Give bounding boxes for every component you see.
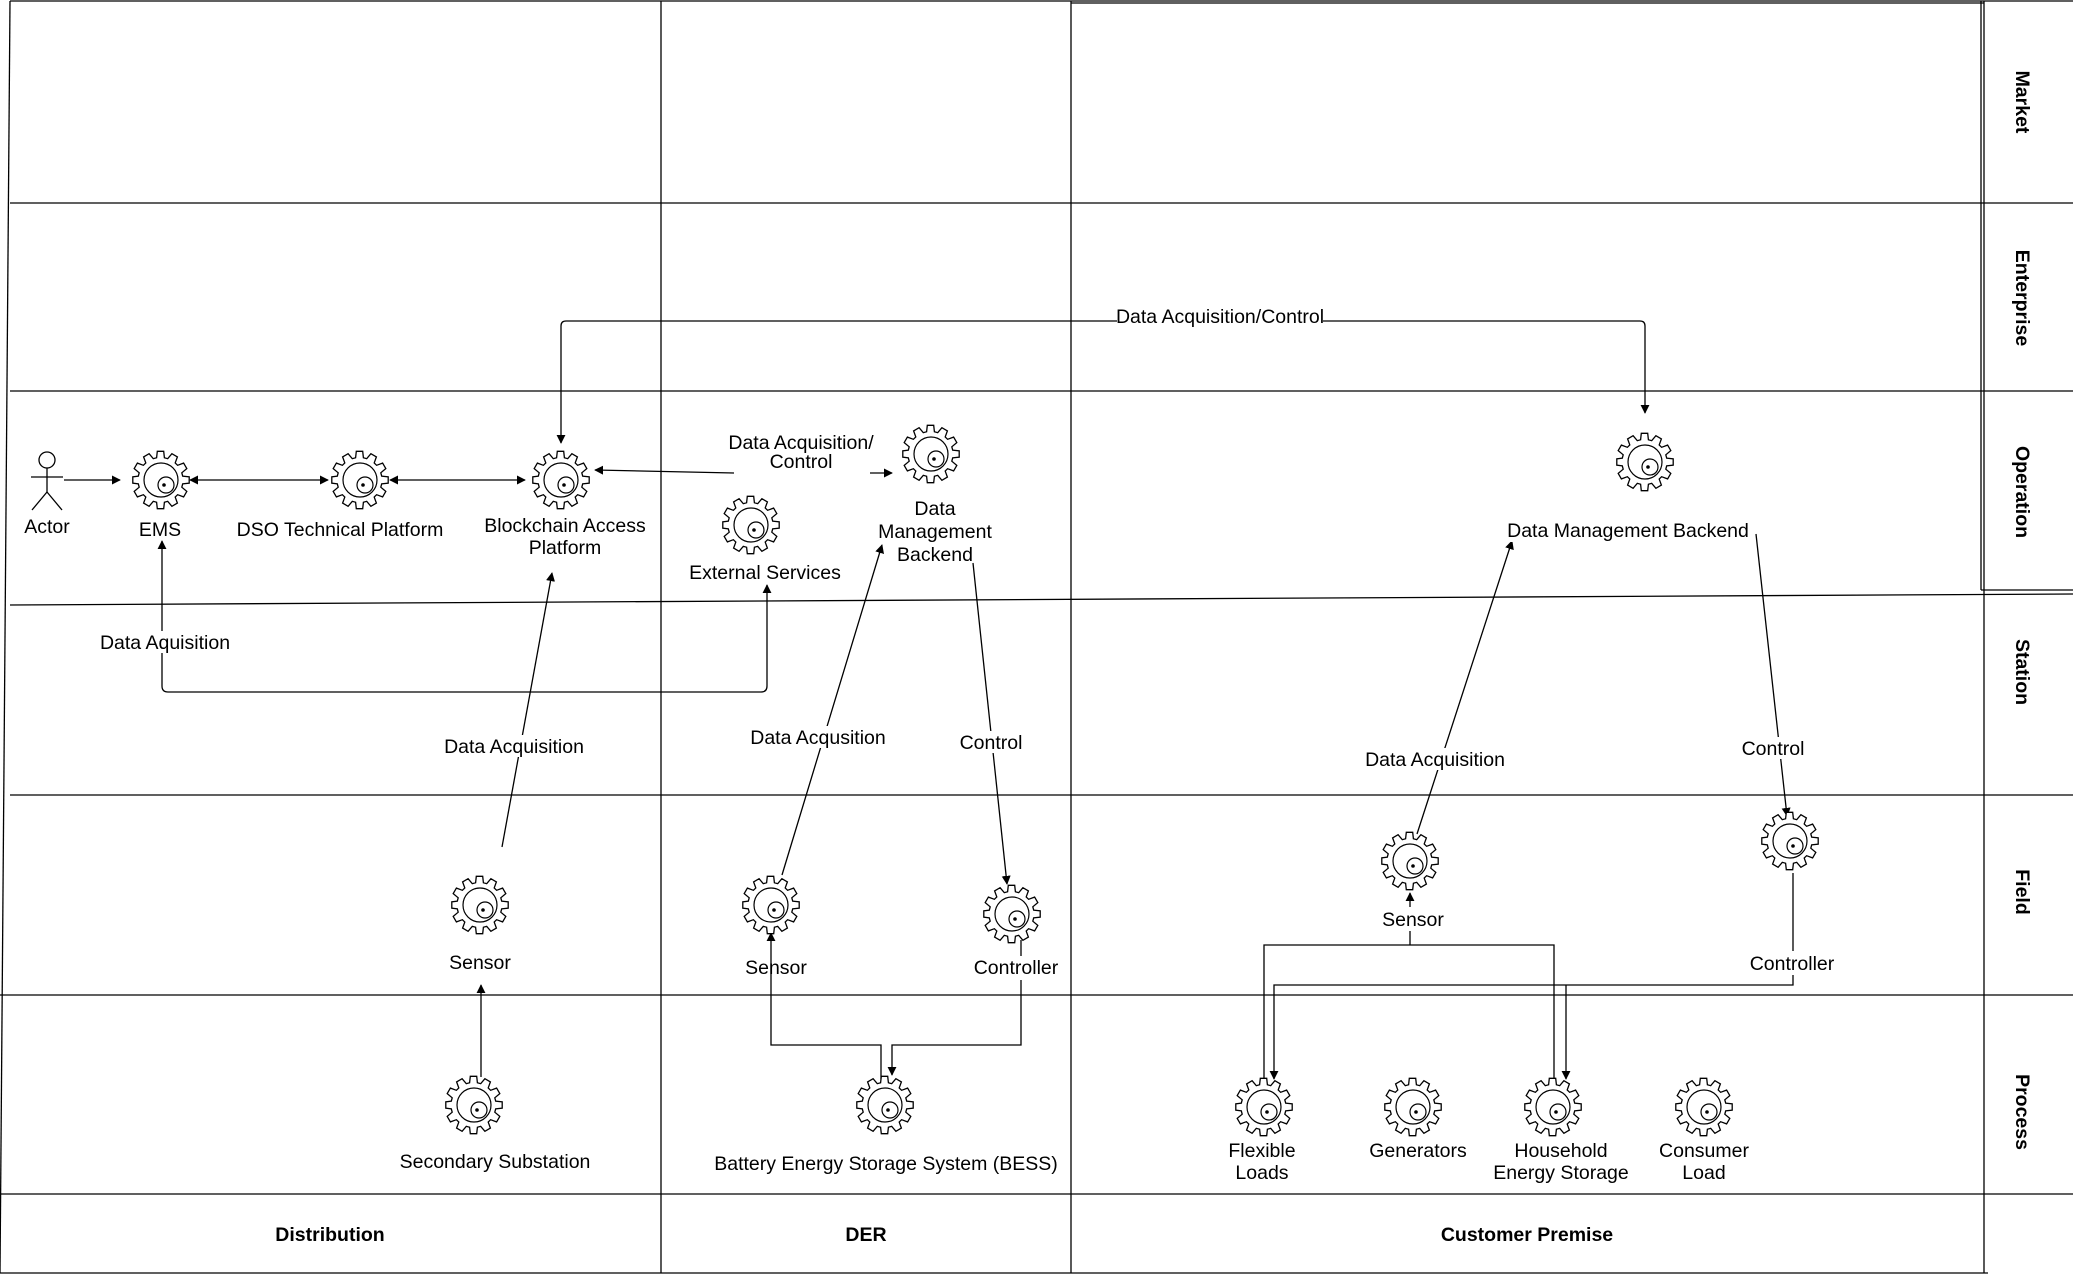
dmb-der-label-line1: Data <box>914 498 955 520</box>
controller-cp-gear-icon <box>1761 811 1819 871</box>
domain-labels: Market Enterprise Operation Station Fiel… <box>2011 71 2033 1151</box>
cp-acq-label: Data Acquisition <box>1365 749 1505 771</box>
sensor-der-gear-icon <box>742 875 800 935</box>
sensor-distribution-gear-icon <box>451 875 509 935</box>
generators-gear-icon <box>1384 1077 1442 1137</box>
zone-der: DER <box>845 1224 886 1246</box>
ems-gear-icon <box>132 450 190 510</box>
external-services-gear-icon <box>722 495 780 555</box>
bess-label: Battery Energy Storage System (BESS) <box>714 1153 1058 1175</box>
dmb-der-label-line3: Backend <box>897 544 973 566</box>
consumer-load-gear-icon <box>1675 1077 1733 1137</box>
dso-gear-icon <box>331 450 389 510</box>
ext-dmb-label-line2: Control <box>770 451 833 473</box>
zone-customer-premise: Customer Premise <box>1441 1224 1613 1246</box>
bess-gear-icon <box>856 1075 914 1135</box>
domain-market: Market <box>2011 71 2033 134</box>
domain-process: Process <box>2011 1074 2033 1150</box>
external-services-label: External Services <box>689 562 841 584</box>
ext-dmb-label-line1: Data Acquisition/ <box>728 432 874 454</box>
domain-operation: Operation <box>2011 446 2033 538</box>
sensor-cp-gear-icon <box>1381 831 1439 891</box>
domain-enterprise: Enterprise <box>2011 250 2033 347</box>
household-energy-storage-gear-icon <box>1524 1077 1582 1137</box>
dmb-cp-gear-icon <box>1616 432 1674 492</box>
flexible-loads-label-line1: Flexible <box>1228 1140 1295 1162</box>
distribution-acq-label: Data Acquisition <box>444 736 584 758</box>
consumer-load-label-line1: Consumer <box>1659 1140 1749 1162</box>
dmb-cp-label: Data Management Backend <box>1507 520 1749 542</box>
flexible-loads-label-line2: Loads <box>1235 1162 1288 1184</box>
ems-label: EMS <box>139 519 181 541</box>
enterprise-link-label: Data Acquisition/Control <box>1116 306 1324 328</box>
der-control-label: Control <box>960 732 1023 754</box>
secondary-substation-label: Secondary Substation <box>400 1151 591 1173</box>
household-energy-storage-label-line2: Energy Storage <box>1493 1162 1629 1184</box>
dmb-der-label-line2: Management <box>878 521 992 543</box>
domain-field: Field <box>2011 869 2033 915</box>
controller-der-label: Controller <box>974 957 1059 979</box>
connectors <box>64 320 1794 1080</box>
zone-distribution: Distribution <box>275 1224 384 1246</box>
bap-label-line1: Blockchain Access <box>484 515 646 537</box>
sensor-der-label: Sensor <box>745 957 807 979</box>
connector-labels: Data Acquisition/Control Data Acquisitio… <box>98 306 1806 771</box>
dso-label: DSO Technical Platform <box>237 519 444 541</box>
consumer-load-label-line2: Load <box>1682 1162 1725 1184</box>
node-labels: Actor EMS DSO Technical Platform Blockch… <box>24 498 1842 1184</box>
secondary-substation-gear-icon <box>445 1075 503 1135</box>
cp-control-label: Control <box>1742 738 1805 760</box>
bap-gear-icon <box>532 450 590 510</box>
controller-cp-label: Controller <box>1750 953 1835 975</box>
generators-label: Generators <box>1369 1140 1467 1162</box>
ems-loop-label: Data Aquisition <box>100 632 230 654</box>
bap-label-line2: Platform <box>529 537 602 559</box>
sensor-cp-label: Sensor <box>1382 909 1444 931</box>
controller-der-gear-icon <box>983 884 1041 944</box>
flexible-loads-gear-icon <box>1235 1077 1293 1137</box>
sensor-distribution-label: Sensor <box>449 952 511 974</box>
dmb-der-gear-icon <box>902 424 960 484</box>
zone-labels: Distribution DER Customer Premise <box>275 1224 1613 1246</box>
household-energy-storage-label-line1: Household <box>1514 1140 1607 1162</box>
actor-figure <box>31 451 63 511</box>
domain-station: Station <box>2011 639 2033 705</box>
der-acq-label: Data Acqusition <box>750 727 886 749</box>
actor-label: Actor <box>24 516 70 538</box>
